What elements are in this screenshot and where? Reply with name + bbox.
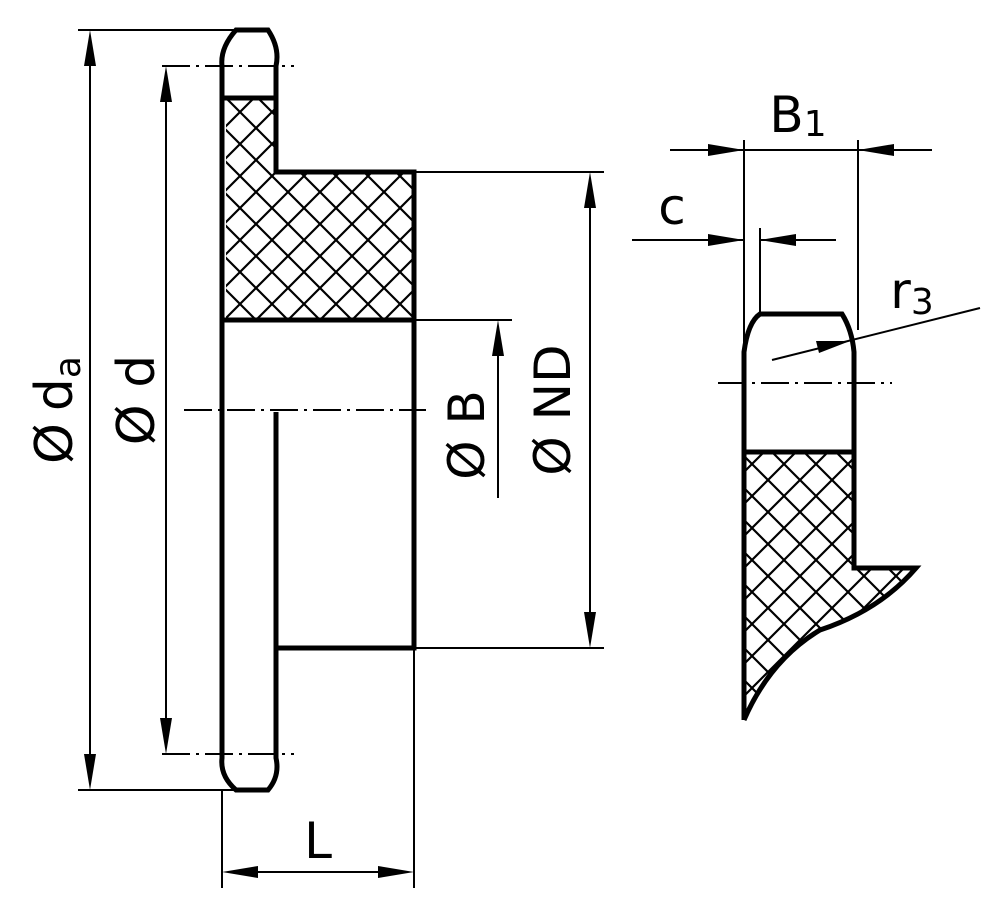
dimension-da — [84, 30, 96, 790]
dimension-nd — [584, 172, 596, 648]
dimension-c — [632, 234, 836, 246]
tooth-profile-outline — [741, 311, 922, 721]
main-section-view: Øda Ø d Ø B Ø ND L — [25, 27, 604, 888]
label-c: c — [658, 178, 686, 236]
dimension-d — [160, 66, 172, 754]
detail-hatched-section — [744, 452, 916, 720]
hub-hatched-section — [226, 98, 414, 320]
label-b1: B1 — [769, 86, 826, 145]
label-r3: r3 — [890, 262, 933, 323]
label-d: Ø d — [107, 355, 167, 445]
label-b: Ø B — [438, 390, 496, 480]
label-da: Øda — [25, 356, 89, 464]
dimension-l — [222, 866, 414, 878]
tooth-detail-view: B1 c r3 — [632, 86, 981, 721]
label-nd: Ø ND — [524, 344, 582, 475]
sprocket-outline — [219, 27, 417, 793]
dimension-r3-leader — [771, 307, 981, 361]
dimension-b — [492, 320, 504, 498]
dimension-b1 — [670, 144, 932, 156]
label-l: L — [304, 812, 332, 870]
